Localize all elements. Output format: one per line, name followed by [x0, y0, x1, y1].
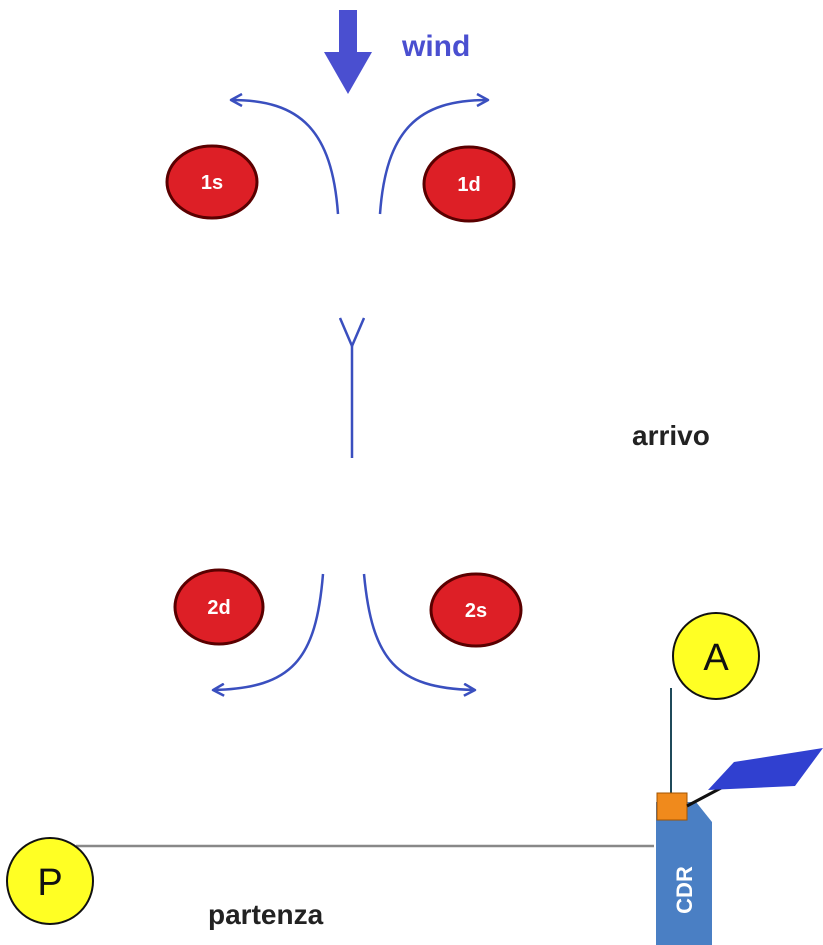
flow-arrow-upper-left — [232, 100, 340, 215]
committee-boat-hull — [656, 802, 712, 945]
finish-label: arrivo — [632, 420, 710, 451]
flag-icon — [708, 748, 823, 790]
start-label: partenza — [208, 899, 324, 930]
mark-2d: 2d — [173, 568, 265, 646]
buoy-p-label: P — [37, 862, 62, 904]
mark-1s: 1s — [165, 144, 259, 220]
mark-2s-label: 2s — [465, 600, 487, 622]
committee-boat-cabin — [656, 792, 688, 821]
committee-boat-label: CDR — [672, 866, 697, 914]
flow-arrow-lower-left — [214, 573, 325, 690]
mark-2d-label: 2d — [207, 597, 230, 619]
flow-arrow-lower-right — [362, 573, 474, 690]
buoy-a: A — [672, 612, 760, 700]
wind-indicator: wind — [324, 10, 470, 94]
mark-1s-label: 1s — [201, 172, 223, 194]
mark-1d: 1d — [422, 145, 516, 223]
wind-label: wind — [401, 30, 470, 63]
mark-2s: 2s — [429, 572, 523, 648]
flow-arrow-upper-right — [378, 100, 487, 215]
arrow-down-icon — [324, 10, 372, 94]
buoy-a-label: A — [703, 637, 729, 679]
mark-1d-label: 1d — [457, 174, 480, 196]
buoy-p: P — [6, 837, 94, 925]
committee-boat: CDR — [656, 748, 823, 945]
